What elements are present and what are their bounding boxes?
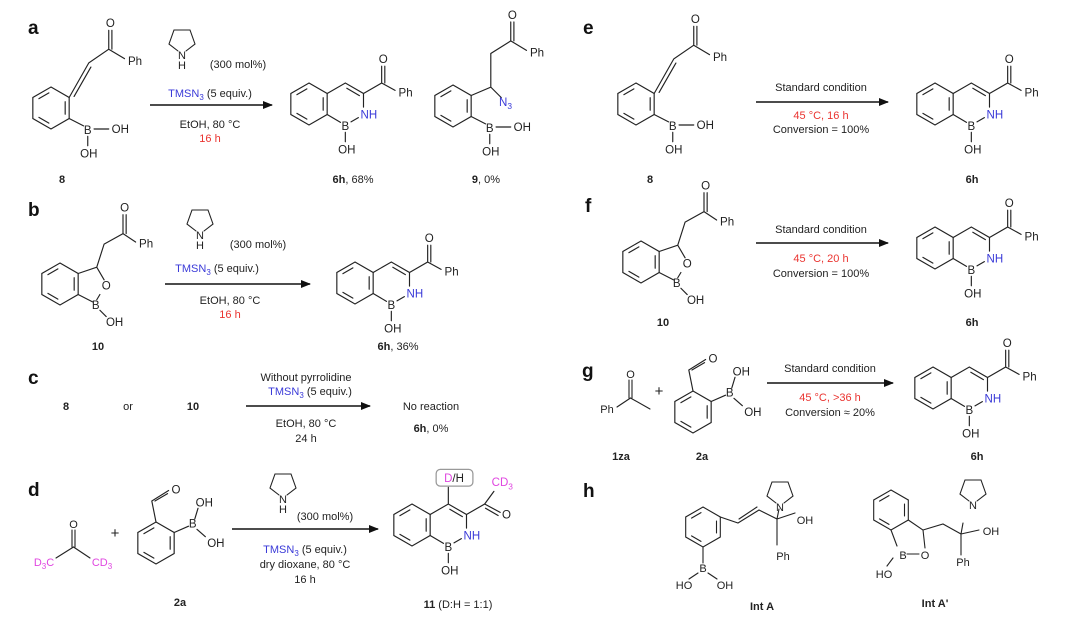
atom-ho: HO — [676, 580, 693, 592]
plus-sign: + — [111, 525, 120, 542]
atom-b: B — [699, 563, 706, 575]
atom-oh: OH — [482, 146, 499, 158]
no-reaction-text: No reaction — [403, 401, 459, 413]
compound-label-2a: 2a — [696, 451, 709, 463]
compound-11-structure: D/H CD3 O NH B OH — [393, 468, 514, 577]
panel-e: e 8 Standard condition 45 °C, 16 h Conve… — [583, 14, 1039, 186]
int-a-prime-label: Int A' — [922, 598, 949, 610]
standard-condition: Standard condition — [784, 363, 876, 375]
panel-label-f: f — [585, 196, 592, 217]
panel-label-b: b — [28, 200, 40, 221]
panel-label-h: h — [583, 481, 595, 502]
atom-ph: Ph — [600, 404, 613, 416]
atom-oh: OH — [983, 526, 1000, 538]
panel-c: c 8 or 10 Without pyrrolidine TMSN3 (5 e… — [28, 368, 459, 445]
panel-label-a: a — [28, 18, 39, 39]
compound-label-1za: 1za — [612, 451, 631, 463]
reaction-time: 16 h — [294, 574, 315, 586]
compound-label-8: 8 — [63, 401, 69, 413]
atom-nh: NH — [464, 531, 481, 543]
atom-b: B — [444, 542, 452, 554]
atom-oh: OH — [717, 580, 734, 592]
atom-o: O — [508, 10, 517, 22]
atom-ph: Ph — [776, 551, 789, 563]
panel-label-d: d — [28, 480, 40, 501]
temp-time: 45 °C, 20 h — [793, 253, 848, 265]
reagent-amount: (300 mol%) — [297, 511, 353, 523]
reagent-tmsn3: TMSN3 (5 equiv.) — [268, 386, 352, 400]
condition: EtOH, 80 °C — [200, 295, 261, 307]
compound-label-2a: 2a — [174, 597, 187, 609]
reagent-amount: (300 mol%) — [210, 59, 266, 71]
acetone-d6-structure: O D3C CD3 — [34, 519, 113, 571]
compound-label-8: 8 — [647, 174, 653, 186]
compound-label-10: 10 — [657, 317, 669, 329]
condition: dry dioxane, 80 °C — [260, 559, 351, 571]
panel-label-g: g — [582, 361, 594, 382]
compound-label-8: 8 — [59, 174, 65, 186]
compound-label-10: 10 — [187, 401, 199, 413]
dh-highlight-box — [435, 468, 474, 487]
conversion: Conversion = 100% — [773, 268, 870, 280]
atom-n3: N3 — [499, 97, 512, 111]
atom-o: O — [921, 550, 930, 562]
conversion: Conversion = 100% — [773, 124, 870, 136]
standard-condition: Standard condition — [775, 82, 867, 94]
condition: EtOH, 80 °C — [276, 418, 337, 430]
int-a-structure: OH Ph B HO OH — [676, 481, 814, 592]
product-label-6h: 6h — [966, 174, 979, 186]
product-label-6h: 6h — [966, 317, 979, 329]
atom-oh: OH — [797, 515, 814, 527]
panel-label-c: c — [28, 368, 39, 389]
atom-o: O — [502, 510, 511, 522]
atom-ph: Ph — [956, 557, 969, 569]
atom-oh: OH — [441, 565, 458, 577]
panel-f: f 10 Standard condition 45 °C, 20 h Conv… — [585, 181, 1039, 329]
compound-9-structure: N3 B OH OH O Ph — [434, 10, 544, 158]
temp-time: 45 °C, 16 h — [793, 110, 848, 122]
product-label-6h: 6h, 0% — [414, 423, 449, 435]
panel-a: a 8 (300 mol%) TMSN3 (5 equiv.) EtOH, 80… — [28, 10, 544, 186]
d3c-group: D3C — [34, 557, 54, 571]
panel-label-e: e — [583, 18, 594, 39]
product-label-6h: 6h — [971, 451, 984, 463]
compound-1za-structure: O Ph — [600, 369, 651, 416]
side-product-label-9: 9, 0% — [472, 174, 500, 186]
int-a-label: Int A — [750, 601, 774, 613]
without-pyrrolidine: Without pyrrolidine — [260, 372, 351, 384]
reagent-amount: (300 mol%) — [230, 239, 286, 251]
reagent-tmsn3: TMSN3 (5 equiv.) — [175, 263, 259, 277]
int-a-prime-structure: B O HO OH Ph — [873, 479, 1000, 581]
reagent-tmsn3: TMSN3 (5 equiv.) — [263, 544, 347, 558]
panel-g: g O Ph + 1za 2a Standard condition 45 °C… — [582, 338, 1037, 463]
atom-o: O — [626, 369, 635, 381]
panel-b: b 10 (300 mol%) TMSN3 (5 equiv.) EtOH, 8… — [28, 200, 459, 353]
reaction-time: 24 h — [295, 433, 316, 445]
atom-dh: D/H — [444, 473, 464, 485]
atom-b: B — [899, 550, 906, 562]
product-label-11: 11 (D:H = 1:1) — [424, 599, 493, 611]
product-label-6h: 6h, 36% — [378, 341, 419, 353]
cd3-group: CD3 — [492, 477, 514, 491]
atom-o: O — [69, 519, 78, 531]
reagent-tmsn3: TMSN3 (5 equiv.) — [168, 88, 252, 102]
compound-label-10: 10 — [92, 341, 104, 353]
atom-ho: HO — [876, 569, 893, 581]
plus-sign: + — [655, 383, 664, 400]
standard-condition: Standard condition — [775, 224, 867, 236]
panel-d: d O D3C CD3 + 2a (300 mol%) TMSN3 (5 equ… — [28, 468, 514, 611]
temp-time: 45 °C, >36 h — [799, 392, 861, 404]
reaction-time: 16 h — [199, 133, 220, 145]
atom-oh: OH — [514, 122, 531, 134]
product-label-6h: 6h, 68% — [333, 174, 374, 186]
panel-h: h OH Ph B HO OH Int A B O HO OH Ph Int A… — [583, 479, 1000, 613]
condition: EtOH, 80 °C — [180, 119, 241, 131]
atom-ph: Ph — [530, 48, 544, 60]
cd3-group: CD3 — [92, 557, 113, 571]
conversion: Conversion ≈ 20% — [785, 407, 875, 419]
atom-b: B — [486, 123, 494, 135]
or-text: or — [123, 401, 133, 413]
reaction-time: 16 h — [219, 309, 240, 321]
